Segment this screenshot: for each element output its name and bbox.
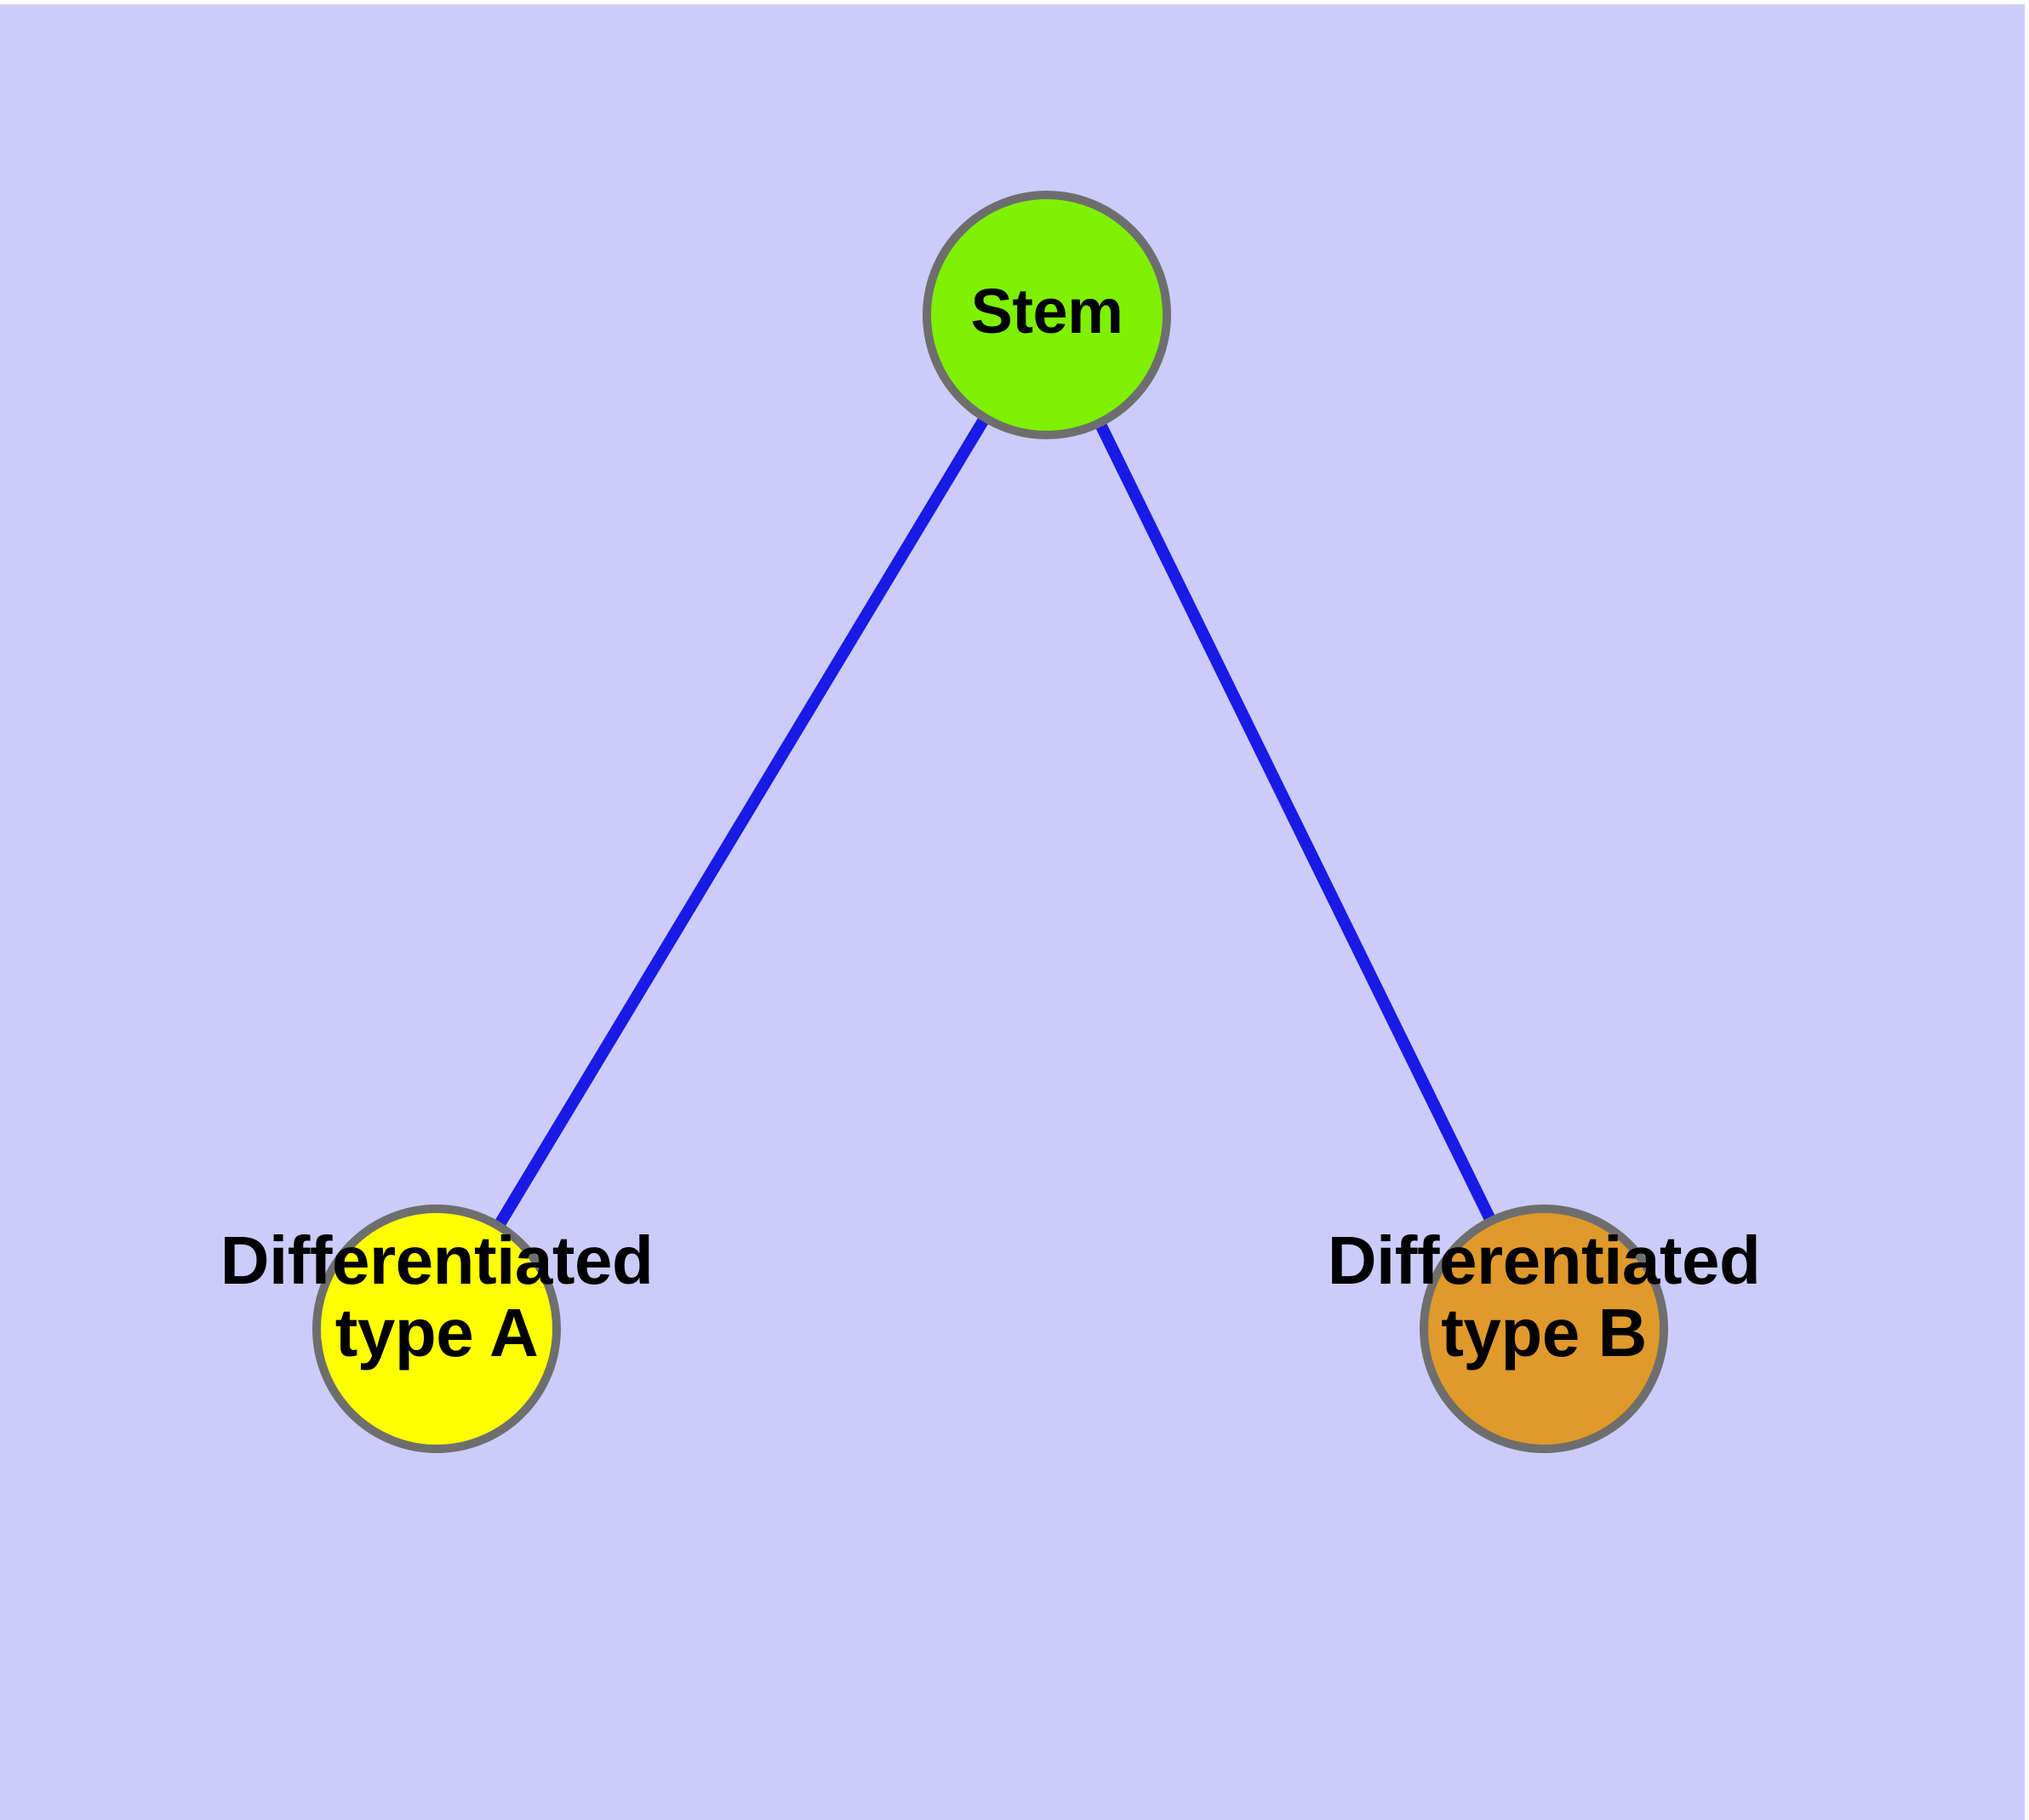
edge-stem-to-diff-a (432, 312, 1052, 1332)
node-circle-diff-a[interactable] (312, 1205, 561, 1453)
edge-stem-to-diff-b (1041, 312, 1550, 1332)
node-layer (312, 191, 1668, 1453)
edge-layer (432, 312, 1550, 1332)
node-circle-stem[interactable] (923, 191, 1171, 439)
graph-svg (312, 191, 1668, 1453)
node-circle-diff-b[interactable] (1420, 1205, 1668, 1453)
diagram-plot-area: Stem Differentiated type A Differentiate… (0, 4, 2025, 1820)
